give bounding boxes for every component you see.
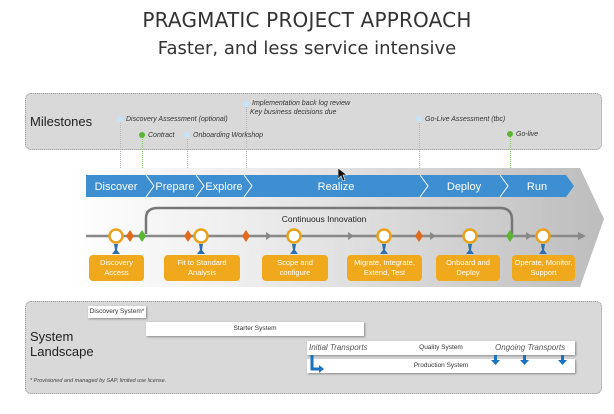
page-subtitle: Faster, and less service intensive xyxy=(157,38,457,59)
milestone-dot-golive xyxy=(507,131,513,137)
milestone-dot-onboarding xyxy=(184,132,190,138)
milestone-contract: Contract xyxy=(148,132,175,139)
initial-transports-label: Initial Transports xyxy=(309,343,368,352)
phase-label-discover: Discover xyxy=(95,181,138,193)
lightbulb-icon xyxy=(535,228,551,254)
quality-gate-diamond-icon xyxy=(242,230,250,242)
phase-separator xyxy=(145,174,155,198)
milestone-key-decisions: Key business decisions due xyxy=(250,109,337,116)
phase-separator xyxy=(499,174,509,198)
phase-explore xyxy=(196,175,252,197)
discovery-system-box: Discovery System* xyxy=(88,306,146,318)
timeline-arrow-icon xyxy=(266,232,272,240)
milestone-golive: Go-live xyxy=(516,131,539,138)
starter-system-box: Starter System xyxy=(146,322,364,336)
page-title: PRAGMATIC PROJECT APPROACH xyxy=(142,8,472,32)
phase-separator xyxy=(243,174,253,198)
footnote: * Provisioned and managed by SAP, limite… xyxy=(30,378,167,384)
milestone-dot-contract xyxy=(139,132,145,138)
continuous-innovation-loop xyxy=(144,206,514,234)
phase-separator xyxy=(419,174,429,198)
milestone-onboarding-workshop: Onboarding Workshop xyxy=(193,132,264,139)
lightbulb-icon xyxy=(376,228,392,254)
milestone-dot-discovery-assessment xyxy=(117,116,123,122)
ongoing-transports-label: Ongoing Transports xyxy=(495,343,566,352)
milestone-diamond-icon xyxy=(506,230,514,242)
lightbulb-icon xyxy=(193,228,209,254)
quality-gate-diamond-icon xyxy=(415,230,423,242)
timeline-arrow-icon xyxy=(430,232,436,240)
phase-label-explore: Explore xyxy=(205,181,242,193)
activity-discovery-access: Discovery Access xyxy=(89,255,144,281)
system-landscape-label: System Landscape xyxy=(30,329,94,359)
quality-system-label: Quality System xyxy=(419,344,463,351)
milestone-discovery-assessment: Discovery Assessment (optional) xyxy=(126,116,228,123)
phase-label-deploy: Deploy xyxy=(447,181,482,193)
continuous-innovation-label: Continuous Innovation xyxy=(282,214,367,224)
milestone-dot-golive-assessment xyxy=(416,116,422,122)
milestone-diamond-icon xyxy=(138,230,146,242)
milestones-label: Milestones xyxy=(30,114,93,129)
phase-realize xyxy=(244,175,428,197)
phase-bar: Discover Prepare Explore Realize Deploy Run xyxy=(86,174,574,198)
phase-separator xyxy=(195,174,205,198)
quality-system-box: Initial Transports Quality System Ongoin… xyxy=(307,341,575,355)
milestone-line xyxy=(419,118,420,182)
phase-label-run: Run xyxy=(527,181,547,193)
timeline-arrow-icon xyxy=(348,232,354,240)
phase-run xyxy=(500,175,574,197)
timeline-arrow-icon xyxy=(526,232,532,240)
phase-deploy xyxy=(420,175,508,197)
activity-scope-configure: Scope and configure xyxy=(262,255,328,281)
phase-label-prepare: Prepare xyxy=(155,181,194,193)
phase-label-realize: Realize xyxy=(318,181,355,193)
quality-gate-diamond-icon xyxy=(126,230,134,242)
activity-migrate-integrate: Migrate, Integrate, Extend, Test xyxy=(347,255,422,281)
milestone-dot-backlog xyxy=(243,101,249,107)
quality-gate-diamond-icon xyxy=(184,230,192,242)
lightbulb-icon xyxy=(462,228,478,254)
milestone-backlog-review: Implementation back log review xyxy=(252,100,351,107)
lightbulb-icon xyxy=(108,228,124,254)
activity-fit-to-standard: Fit to Standard Analysis xyxy=(164,255,240,281)
phase-discover xyxy=(86,175,154,197)
production-system-box: Production System xyxy=(307,359,575,373)
lightbulb-icon xyxy=(286,228,302,254)
mouse-cursor-icon xyxy=(338,168,348,182)
activity-operate-monitor: Operate, Monitor, Support xyxy=(512,255,575,281)
activity-onboard-deploy: Onboard and Deploy xyxy=(436,255,500,281)
timeline-arrowhead xyxy=(578,232,586,240)
phase-prepare xyxy=(146,175,204,197)
milestone-golive-assessment: Go-Live Assessment (tbc) xyxy=(425,116,506,123)
